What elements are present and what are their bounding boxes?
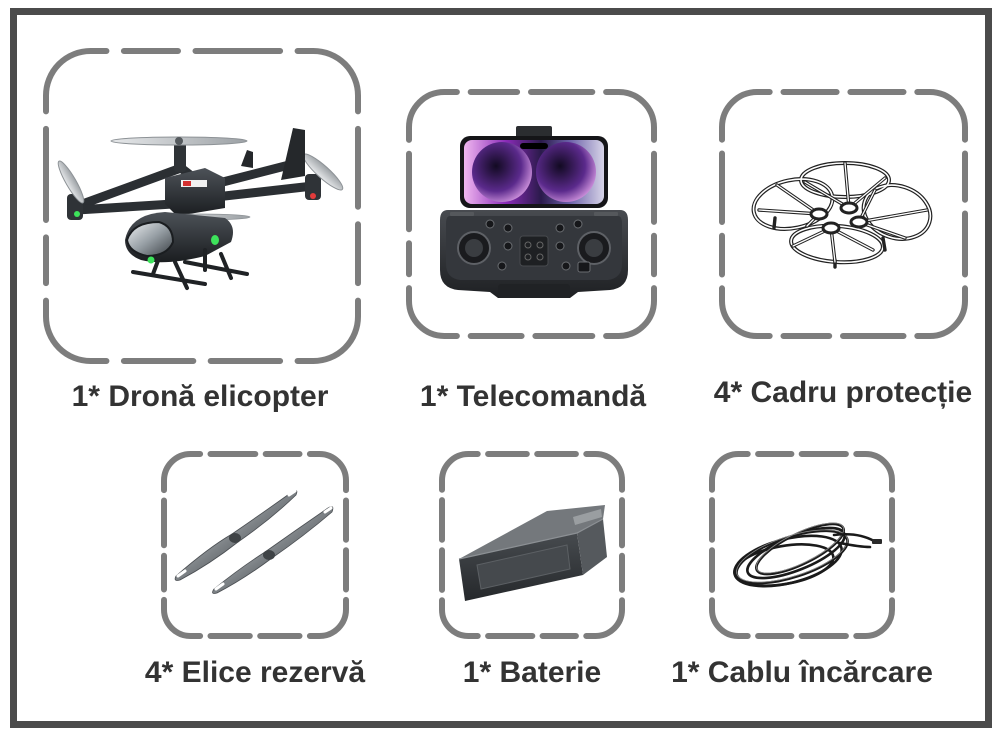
guard-spokes: [757, 161, 929, 269]
item-frame: [709, 451, 895, 639]
battery-label-recess: [476, 544, 571, 590]
item-label-drone: 1* Dronă elicopter: [71, 380, 329, 413]
item-label-cable: 1* Cablu încărcare: [671, 656, 933, 689]
battery-connector: [573, 509, 602, 525]
item-label-propellers: 4* Elice rezervă: [144, 656, 366, 689]
controller-buttons: [450, 212, 618, 273]
item-label-battery: 1* Baterie: [462, 656, 602, 689]
drone-rotor-left: [57, 160, 85, 220]
frame-outline: [43, 48, 361, 364]
propeller-1: [174, 489, 298, 581]
controller-logo: [519, 235, 549, 267]
joystick-left: [457, 231, 491, 265]
remote-controller-icon: [440, 126, 628, 298]
item-frame: [406, 89, 657, 339]
item-label-remote: 1* Telecomandă: [419, 380, 647, 413]
drone-landing-skid: [131, 248, 249, 290]
spare-propeller-icon: [174, 489, 334, 594]
drone-cabin: [125, 212, 233, 264]
item-frame: [439, 451, 625, 639]
drone-rotor-right: [302, 153, 344, 200]
item-label-guards: 4* Cadru protecție: [713, 376, 973, 409]
frame-outline: [161, 451, 349, 639]
propeller-guard-icon: [751, 161, 933, 269]
controller-grip: [498, 284, 570, 298]
cable-ends: [832, 532, 876, 549]
frame-outline: [709, 451, 895, 639]
propeller-2: [212, 506, 334, 594]
joystick-right: [577, 231, 611, 265]
item-frame: [719, 89, 968, 339]
cable-coil: [733, 522, 849, 588]
battery-end-face: [577, 519, 607, 575]
battery-top-face: [459, 505, 605, 559]
cable-connector: [872, 539, 882, 544]
phone-clamp: [516, 126, 552, 138]
drone-tail-fin: [241, 128, 305, 180]
battery-icon: [458, 505, 607, 601]
phone-screen: [464, 140, 604, 204]
helicopter-drone-icon: [57, 128, 344, 290]
frame-outline: [719, 89, 968, 339]
outer-border: [10, 8, 992, 728]
frame-outline: [406, 89, 657, 339]
item-frame: [161, 451, 349, 639]
frame-outline: [439, 451, 625, 639]
drone-rotor-rear: [110, 136, 248, 172]
guard-hubs: [809, 201, 869, 235]
item-frame: [43, 48, 361, 364]
charging-cable-icon: [733, 522, 882, 588]
